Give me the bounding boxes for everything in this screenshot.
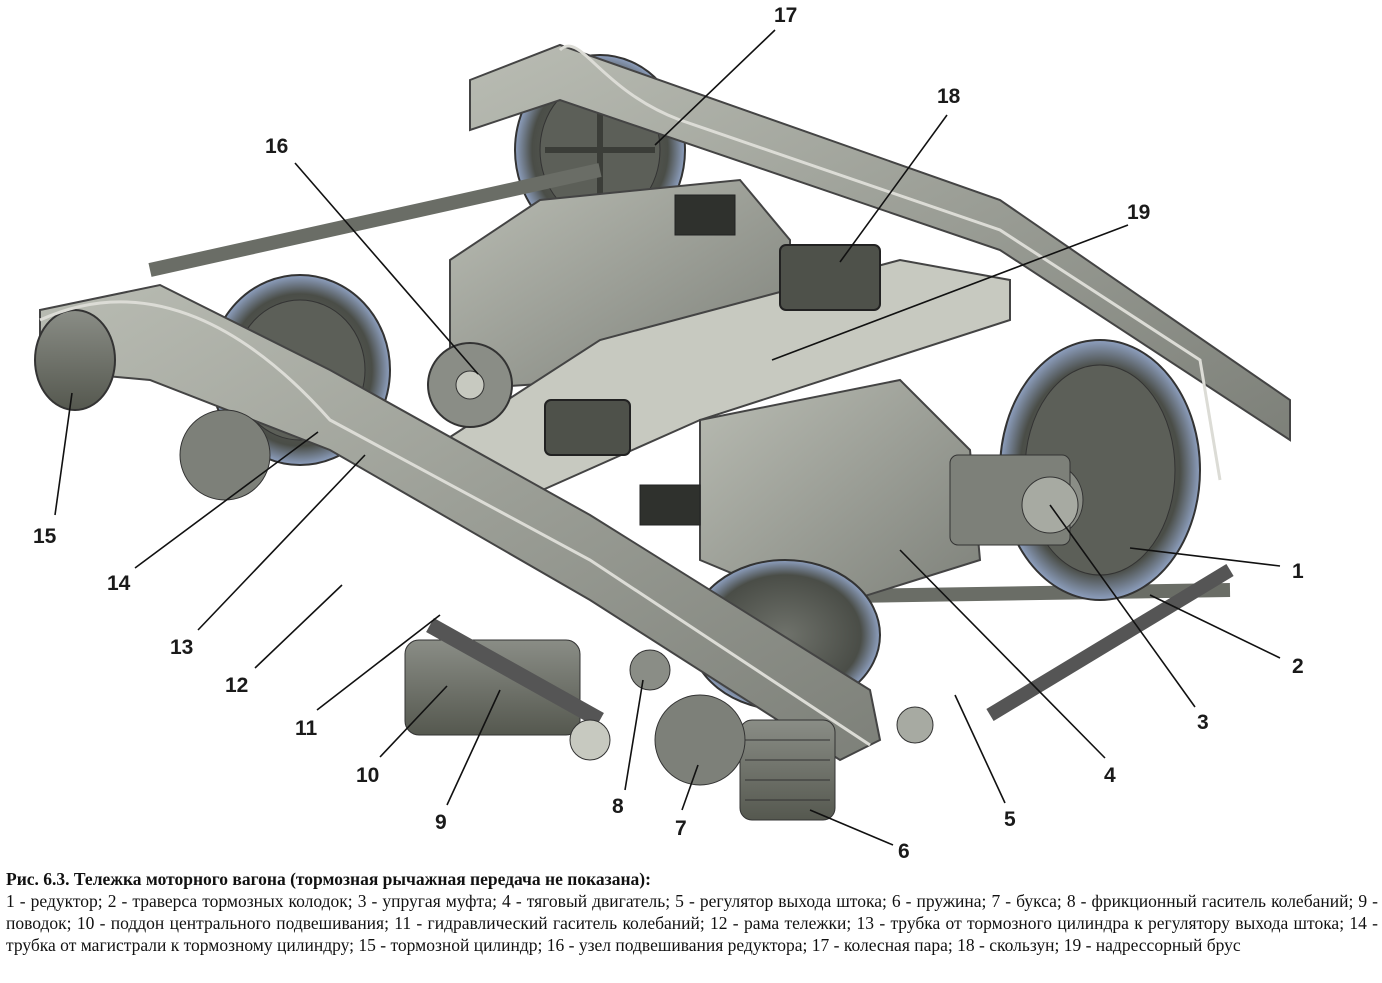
callout-13: 13 [170, 636, 193, 659]
bogie-drawing [34, 43, 1291, 821]
callout-10: 10 [356, 764, 379, 787]
front-axlebox [654, 694, 836, 821]
callout-6: 6 [898, 840, 910, 860]
callout-12: 12 [225, 674, 248, 697]
bogie-illustration: 1 2 3 4 5 6 7 8 9 10 11 12 13 14 15 16 1… [33, 4, 1304, 860]
callout-19: 19 [1127, 201, 1150, 224]
figure-caption: Рис. 6.3. Тележка моторного вагона (торм… [6, 868, 1378, 956]
callout-18: 18 [937, 85, 961, 108]
caption-legend: 1 - редуктор; 2 - траверса тормозных кол… [6, 891, 1378, 955]
callout-1: 1 [1292, 560, 1304, 583]
callout-15: 15 [33, 525, 57, 548]
callout-9: 9 [435, 811, 447, 834]
callout-17: 17 [774, 4, 797, 27]
callout-7: 7 [675, 817, 687, 840]
callout-2: 2 [1292, 655, 1304, 678]
callout-8: 8 [612, 795, 624, 818]
callout-4: 4 [1104, 764, 1116, 787]
callout-3: 3 [1197, 711, 1209, 734]
callout-5: 5 [1004, 808, 1016, 831]
callout-16: 16 [265, 135, 288, 158]
callout-numbers: 1 2 3 4 5 6 7 8 9 10 11 12 13 14 15 16 1… [33, 4, 1304, 860]
leader-lines [54, 29, 1281, 846]
caption-title: Рис. 6.3. Тележка моторного вагона (торм… [6, 869, 651, 889]
callout-11: 11 [295, 717, 318, 740]
callout-14: 14 [107, 572, 131, 595]
